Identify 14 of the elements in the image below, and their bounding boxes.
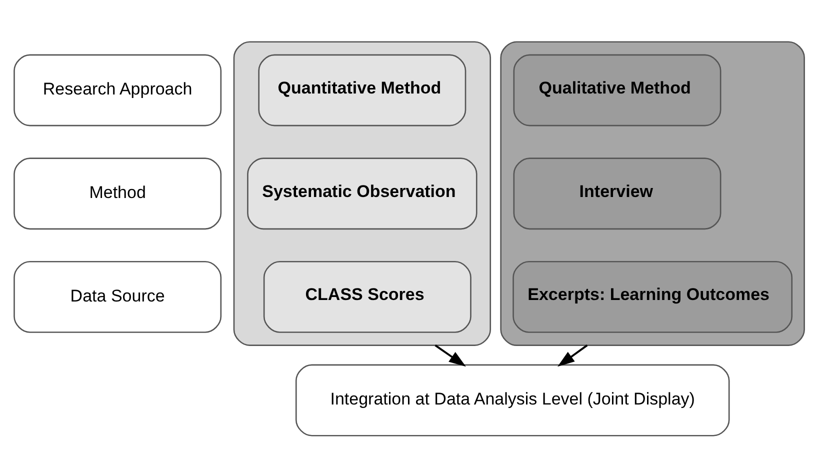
arrow bbox=[557, 344, 588, 366]
node-box: Integration at Data Analysis Level (Joint Display) bbox=[294, 364, 730, 436]
cluster bbox=[500, 40, 804, 346]
node-box: Research Approach bbox=[13, 54, 222, 126]
node-box: Method bbox=[13, 157, 222, 230]
node-box: Quantitative Method bbox=[258, 54, 466, 126]
cluster bbox=[232, 40, 491, 346]
node-box: Qualitative Method bbox=[512, 54, 721, 126]
node-box: Data Source bbox=[13, 260, 222, 332]
node-box: Excerpts: Learning Outcomes bbox=[512, 260, 792, 332]
arrow bbox=[434, 344, 466, 366]
node-box: Systematic Observation bbox=[246, 157, 477, 230]
node-box: CLASS Scores bbox=[262, 260, 471, 332]
node-box: Interview bbox=[512, 157, 721, 230]
